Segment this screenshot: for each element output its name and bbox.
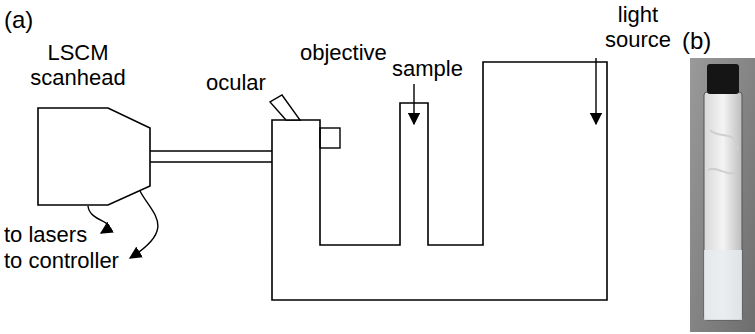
cable-label: to controller (4, 248, 119, 273)
cable-label: to lasers (4, 222, 87, 247)
part-name: objective (300, 40, 387, 65)
part-name: light source (598, 2, 678, 52)
coupling-tube (150, 150, 272, 152)
part-name: LSCM scanhead (28, 40, 128, 90)
part-name: sample (392, 56, 463, 81)
leader-arrow (595, 58, 596, 124)
coupling-tube (150, 161, 272, 163)
part-name: ocular (206, 70, 266, 95)
panel-letter: (a) (4, 6, 33, 33)
objective-lens (320, 128, 340, 148)
vial-glass (704, 92, 742, 320)
vial-photo (690, 58, 755, 332)
vial-liquid (704, 250, 742, 320)
scanhead-housing (38, 108, 150, 205)
vial-label (708, 130, 738, 174)
vial-cap (707, 64, 739, 94)
panel-letter: (b) (682, 27, 711, 54)
leader-arrow (413, 84, 414, 124)
cable-arrow (88, 206, 108, 233)
microscope-body (272, 62, 607, 300)
cable-arrow (130, 191, 158, 258)
photo-ground (690, 58, 755, 332)
ocular-tube (270, 95, 300, 120)
